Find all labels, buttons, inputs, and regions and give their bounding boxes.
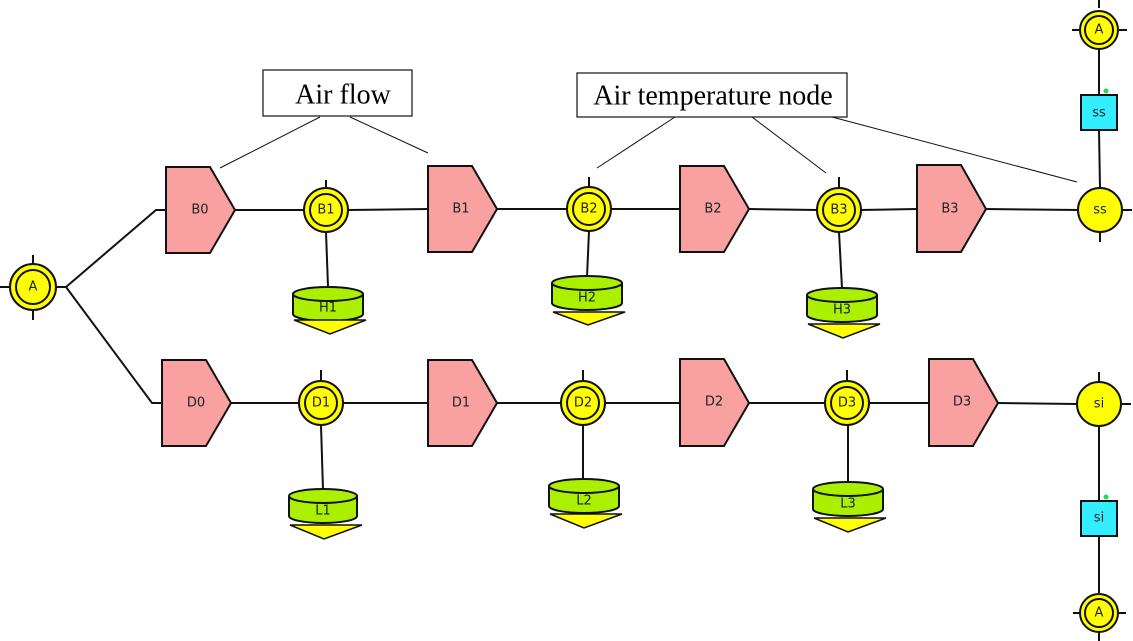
callout-air-flow: Air flow [262,69,413,117]
heat-load-h1-label: H1 [319,301,337,316]
wire-b2-h2 [586,230,590,278]
ambient-node-a-top[interactable]: A [1072,0,1127,50]
wire-ss-sensor-ss [1098,129,1101,189]
leader-temp-b3 [751,116,827,174]
temperature-node-d2[interactable]: D2 [560,370,606,426]
leader-airflow-b0 [219,116,321,169]
heat-load-l3[interactable]: L3 [812,481,887,533]
wires [65,48,1101,593]
heat-load-h1[interactable]: H1 [292,286,367,335]
heat-load-l1[interactable]: L1 [288,488,363,540]
callout-air-flow-text: Air flow [295,80,391,111]
heat-load-l2[interactable]: L2 [548,478,623,529]
down-arrow-icon [549,513,623,529]
wire-a-b0 [65,209,166,288]
flow-element-d3-label: D3 [953,395,971,410]
flow-element-b2[interactable]: B2 [679,165,751,253]
wire-top-6 [859,208,918,211]
wire-b3-h3 [838,231,843,289]
leader-temp-ss [831,116,1078,183]
sink-node-ss[interactable]: ss [1077,187,1132,242]
flow-element-d0-label: D0 [187,396,205,411]
wire-b1-h1 [325,231,329,288]
wire-d1-l1 [320,424,324,491]
sensor-ss[interactable]: ss [1080,88,1118,131]
flow-element-b1-label: B1 [452,202,469,217]
temperature-node-b3-label: B3 [830,203,847,218]
flow-element-d3[interactable]: D3 [928,358,1000,447]
down-arrow-icon [289,524,363,540]
callout-air-temperature-node-text: Air temperature node [593,81,832,112]
callout-air-temperature-node: Air temperature node [576,72,848,118]
temperature-node-b2-label: B2 [580,202,597,217]
leader-temp-b2 [596,116,676,169]
sink-node-ss-label: ss [1093,203,1107,218]
flow-element-d1-label: D1 [452,396,470,411]
sensor-ss-label: ss [1092,106,1106,121]
flow-element-b1[interactable]: B1 [427,165,499,253]
temperature-node-d1[interactable]: D1 [298,370,344,426]
temperature-node-d3-label: D3 [838,396,856,411]
sensor-si[interactable]: si [1080,494,1118,537]
flow-element-b2-label: B2 [704,202,721,217]
sensor-si-label: si [1094,511,1104,526]
heat-load-h3-label: H3 [833,303,851,318]
callout-leaders [219,116,1078,183]
temperature-node-d1-label: D1 [312,396,330,411]
down-arrow-icon [293,319,367,335]
flow-element-b3[interactable]: B3 [916,164,988,253]
temperature-node-b1[interactable]: B1 [303,180,349,233]
wire-top-5 [747,208,819,211]
heat-load-h2[interactable]: H2 [551,275,626,326]
heat-load-h2-label: H2 [578,291,596,306]
sensor-marker-icon [1103,494,1109,500]
wire-bot-7 [996,402,1078,405]
flow-element-d0[interactable]: D0 [161,359,233,447]
flow-element-d2[interactable]: D2 [679,358,751,447]
sink-node-si[interactable]: si [1076,372,1131,427]
down-arrow-icon [552,311,626,326]
temperature-node-d2-label: D2 [574,396,592,411]
ambient-node-a-bottom-label: A [1095,606,1104,621]
leader-airflow-b1 [349,116,429,154]
flow-element-b0-label: B0 [191,203,208,218]
sensor-marker-icon [1103,88,1109,94]
source-node-a-label: A [29,280,38,295]
down-arrow-icon [807,323,881,339]
temperature-node-d3[interactable]: D3 [824,370,870,426]
flow-element-d2-label: D2 [705,395,723,410]
flow-element-b0[interactable]: B0 [165,166,237,254]
ambient-node-a-top-label: A [1095,23,1104,38]
temperature-node-b2[interactable]: B2 [566,177,612,232]
wire-top-7 [984,208,1080,211]
ambient-node-a-bottom[interactable]: A [1073,593,1126,641]
heat-load-l2-label: L2 [576,494,592,509]
flow-element-b3-label: B3 [941,202,958,217]
heat-load-h3[interactable]: H3 [806,287,881,339]
down-arrow-icon [813,517,887,533]
heat-load-l3-label: L3 [840,497,856,512]
heat-load-l1-label: L1 [315,504,331,519]
temperature-node-b3[interactable]: B3 [816,177,862,233]
flow-element-d1[interactable]: D1 [427,359,499,447]
sink-node-si-label: si [1094,397,1104,412]
temperature-node-b1-label: B1 [317,203,334,218]
source-node-a[interactable]: A [0,255,66,320]
wire-a-d0 [65,286,162,404]
wire-top-2 [347,208,429,211]
